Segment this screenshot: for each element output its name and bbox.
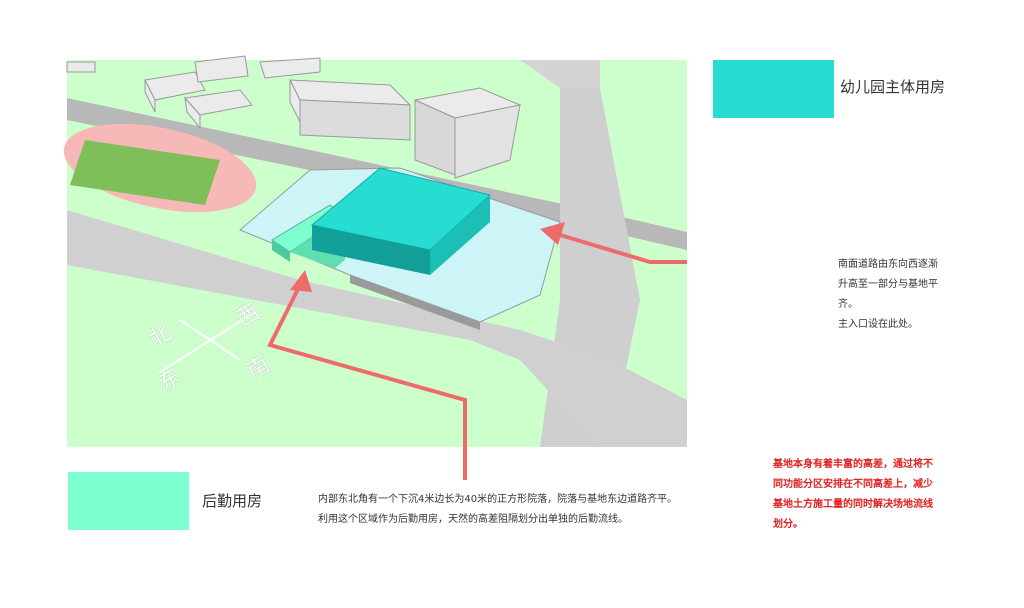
- background-buildings: [66, 55, 522, 179]
- note-line: 基地本身有着丰富的高差，通过将不: [773, 459, 933, 470]
- legend-logistics-swatch: [68, 472, 189, 530]
- legend-main-label: 幼儿园主体用房: [840, 78, 946, 96]
- note-line: 升高至一部分与基地平: [838, 279, 938, 290]
- note-line: 利用这个区域作为后勤用房，天然的高差阻隔划分出单独的后勤流线。: [318, 514, 628, 525]
- note-line: 内部东北角有一个下沉4米边长为40米的正方形院落，院落与基地东边道路齐平。: [318, 494, 678, 505]
- legend-logistics-label: 后勤用房: [202, 492, 263, 510]
- legend-main-swatch: [713, 60, 834, 118]
- east-road: [322, 60, 600, 88]
- note-line: 基地土方施工量的同时解决场地流线: [773, 499, 933, 510]
- note-courtyard: 内部东北角有一个下沉4米边长为40米的正方形院落，院落与基地东边道路齐平。 利用…: [318, 490, 677, 530]
- arrow-courtyard: [267, 270, 467, 480]
- note-south-road: 南面道路由东向西逐渐 升高至一部分与基地平 齐。 主入口设在此处。: [838, 255, 938, 335]
- note-line: 主入口设在此处。: [838, 319, 918, 330]
- note-summary: 基地本身有着丰富的高差，通过将不 同功能分区安排在不同高差上，减少 基地土方施工…: [773, 455, 933, 535]
- platform-edge: [350, 275, 480, 330]
- note-line: 同功能分区安排在不同高差上，减少: [773, 479, 933, 490]
- main-building: [310, 167, 492, 275]
- note-line: 南面道路由东向西逐渐: [838, 259, 938, 270]
- compass-rose: [159, 311, 256, 373]
- south-road: [67, 210, 687, 447]
- note-line: 划分。: [773, 519, 803, 530]
- note-line: 齐。: [838, 299, 858, 310]
- running-track: [63, 123, 257, 213]
- site-model: [63, 55, 687, 447]
- arrow-south-entrance: [540, 222, 687, 264]
